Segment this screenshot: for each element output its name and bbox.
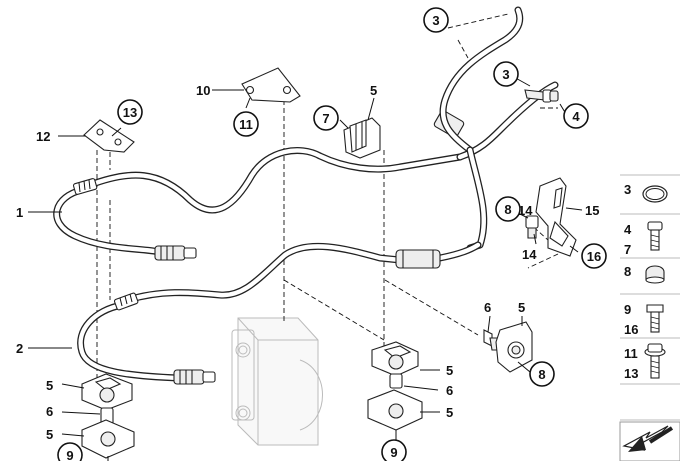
svg-text:16: 16 — [587, 249, 601, 264]
callout-8-lower: 8 — [529, 361, 555, 387]
callout-5-left-b: 5 — [46, 427, 53, 442]
hose-2[interactable] — [77, 241, 482, 385]
svg-text:4: 4 — [572, 109, 580, 124]
svg-text:7: 7 — [322, 111, 329, 126]
legend-label-3: 3 — [624, 182, 631, 197]
flange-bolt-icon — [644, 343, 666, 379]
callout-5-center-b: 5 — [446, 405, 453, 420]
callout-9-center: 9 — [381, 439, 407, 465]
callout-4: 4 — [563, 103, 589, 129]
callout-5-left-a: 5 — [46, 378, 53, 393]
callout-15: 15 — [585, 203, 599, 218]
fitting-3-4[interactable] — [524, 89, 559, 103]
legend-label-4: 4 — [624, 222, 632, 237]
clip-assembly-8[interactable] — [483, 321, 533, 373]
legend-label-8: 8 — [624, 264, 631, 279]
callout-6-left: 6 — [46, 404, 53, 419]
callout-2: 2 — [16, 341, 23, 356]
bracket-12[interactable] — [83, 119, 135, 153]
callout-1: 1 — [16, 205, 23, 220]
clip-stack-center[interactable] — [367, 341, 423, 446]
bolt-icon — [647, 221, 663, 251]
callouts: 1 2 12 10 5 14 15 14 6 5 5 6 5 5 6 5 — [16, 83, 599, 442]
callout-5-center-a: 5 — [446, 363, 453, 378]
dashed-reference-lines — [96, 13, 559, 378]
svg-text:3: 3 — [502, 67, 509, 82]
callout-14b: 14 — [522, 247, 537, 262]
callout-5-top: 5 — [370, 83, 377, 98]
svg-text:8: 8 — [538, 367, 545, 382]
circled-callouts: 13 11 7 3 3 4 8 16 — [57, 7, 607, 466]
callout-11: 11 — [233, 111, 259, 137]
callout-13: 13 — [117, 99, 143, 125]
svg-text:3: 3 — [432, 13, 439, 28]
hardware-legend: 3 4 7 8 9 16 11 13 — [619, 174, 680, 462]
legend-label-7: 7 — [624, 242, 631, 257]
callout-3-top: 3 — [423, 7, 449, 33]
callout-5-right: 5 — [518, 300, 525, 315]
callout-9-left: 9 — [57, 442, 83, 466]
legend-label-11: 11 — [624, 346, 638, 361]
bracket-15[interactable] — [535, 177, 577, 257]
bracket-10[interactable] — [241, 67, 301, 103]
callout-6-right: 6 — [484, 300, 491, 315]
o-ring-icon — [642, 185, 668, 203]
cap-8-upper[interactable] — [525, 215, 539, 239]
bolt-icon-9 — [646, 304, 664, 333]
arrow-down-left-icon[interactable] — [619, 421, 680, 462]
callout-12: 12 — [36, 129, 50, 144]
callout-14: 14 — [518, 203, 533, 218]
clip-stack-left[interactable] — [81, 373, 135, 461]
callout-6-center: 6 — [446, 383, 453, 398]
callout-16: 16 — [581, 243, 607, 269]
legend-label-16: 16 — [624, 322, 638, 337]
svg-text:8: 8 — [504, 202, 511, 217]
callout-8-upper: 8 — [495, 196, 521, 222]
callout-7: 7 — [313, 105, 339, 131]
legend-label-9: 9 — [624, 302, 631, 317]
clip-7[interactable] — [343, 117, 381, 159]
svg-text:13: 13 — [123, 105, 137, 120]
svg-text:9: 9 — [66, 448, 73, 461]
callout-3-mid: 3 — [493, 61, 519, 87]
hose-1[interactable] — [53, 81, 559, 261]
svg-text:9: 9 — [390, 445, 397, 460]
callout-10: 10 — [196, 83, 210, 98]
cap-icon — [645, 265, 665, 284]
legend-label-13: 13 — [624, 366, 638, 381]
svg-text:11: 11 — [239, 117, 253, 132]
oil-cooler-ghost — [231, 317, 323, 446]
